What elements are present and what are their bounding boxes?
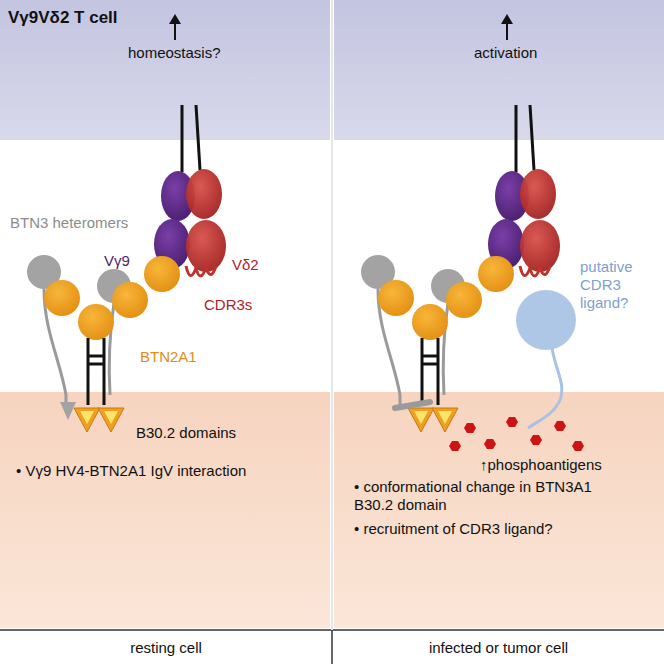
condition-bar: resting cell bbox=[0, 631, 332, 664]
chain-label: Vδ2 bbox=[232, 256, 259, 274]
molecule-label: BTN2A1 bbox=[140, 348, 197, 366]
panel-text: • recruitment of CDR3 ligand? bbox=[354, 520, 644, 538]
molecule-label: BTN3 heteromers bbox=[10, 214, 128, 232]
t-cell-band: activation bbox=[334, 0, 664, 140]
target-cell-band: • conformational change in BTN3A1 B30.2 … bbox=[334, 392, 664, 628]
metabolite-label: ↑phosphoantigens bbox=[480, 456, 602, 474]
panel-text: • conformational change in BTN3A1 B30.2 … bbox=[354, 478, 594, 514]
panel-text: • Vγ9 HV4-BTN2A1 IgV interaction bbox=[16, 462, 266, 480]
panel-text: Vγ9Vδ2 T cell bbox=[8, 8, 118, 28]
chain-label: Vγ9 bbox=[104, 252, 130, 270]
condition-label: resting cell bbox=[130, 639, 202, 657]
condition-bar: infected or tumor cell bbox=[333, 631, 664, 664]
panel-text: activation bbox=[474, 44, 537, 62]
condition-label: infected or tumor cell bbox=[429, 639, 568, 657]
panel-text: homeostasis? bbox=[128, 44, 221, 62]
ligand-label: putative CDR3 ligand? bbox=[580, 258, 660, 312]
t-cell-band: Vγ9Vδ2 T cell homeostasis? bbox=[0, 0, 330, 140]
domain-label: B30.2 domains bbox=[136, 424, 236, 442]
region-label: CDR3s bbox=[204, 296, 252, 314]
